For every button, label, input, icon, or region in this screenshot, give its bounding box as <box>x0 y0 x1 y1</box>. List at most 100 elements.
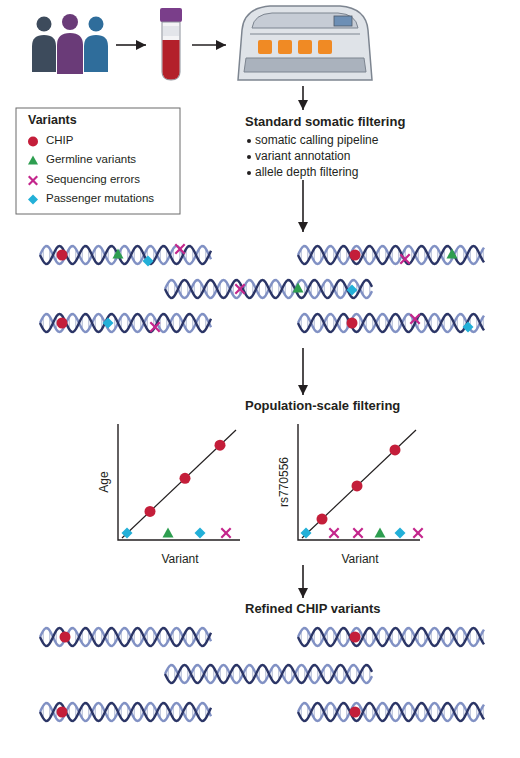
chip-mark <box>215 440 226 451</box>
dna-strand <box>165 280 372 298</box>
error-mark <box>175 244 184 253</box>
error-mark <box>413 528 422 537</box>
error-mark <box>413 528 422 537</box>
sequencer-machine <box>238 6 372 80</box>
dna-strand <box>298 314 484 332</box>
flow-arrow <box>116 44 146 46</box>
flow-arrow <box>302 180 304 232</box>
plot-axes <box>298 424 420 540</box>
chip-mark <box>57 250 68 261</box>
stage-box: Population-scale filtering <box>90 395 450 565</box>
plot-axes <box>118 424 240 540</box>
chip-mark <box>390 444 401 455</box>
chip-mark <box>57 318 68 329</box>
chip-mark <box>145 506 156 517</box>
people-icon <box>32 14 108 74</box>
sequencer-machine <box>278 40 292 54</box>
bullet-dot <box>247 155 251 159</box>
plot-axes <box>118 424 420 540</box>
germline-mark <box>447 249 458 259</box>
dna-strand <box>298 246 484 264</box>
dna-helix <box>298 314 484 332</box>
error-mark <box>410 314 419 323</box>
dna-strand <box>298 703 484 721</box>
error-mark <box>29 176 38 185</box>
passenger-mark <box>395 528 406 539</box>
legend-samples <box>28 137 38 205</box>
variant-mark <box>57 244 474 717</box>
error-mark <box>235 284 244 293</box>
dna-helix <box>165 665 372 683</box>
passenger-mark <box>143 256 154 267</box>
axis-label: Variant <box>161 552 198 566</box>
dna-strand <box>165 280 372 298</box>
blood-tube <box>163 40 180 80</box>
dna-strand <box>40 314 211 332</box>
dna-strand <box>40 628 211 646</box>
chip-mark <box>350 632 361 643</box>
dna-helix <box>40 246 211 264</box>
dna-strand <box>40 246 211 264</box>
stage-heading: Population-scale filtering <box>245 398 400 413</box>
dna-helix <box>40 246 484 721</box>
stage-heading: Refined CHIP variants <box>245 601 381 616</box>
error-mark <box>413 528 422 537</box>
chip-mark <box>350 707 361 718</box>
dna-helix <box>298 246 484 264</box>
people-icon <box>37 17 52 32</box>
dna-strand <box>165 665 372 683</box>
people-icon <box>57 14 83 74</box>
error-mark <box>235 284 244 293</box>
dna-strand <box>40 703 211 721</box>
dna-strand <box>40 314 211 332</box>
error-mark <box>235 284 244 293</box>
blood-tube <box>160 8 182 22</box>
error-mark <box>410 314 419 323</box>
legend-title: Variants <box>28 113 77 127</box>
blood-tube <box>162 22 180 80</box>
dna-helix <box>165 280 372 298</box>
legend-item: Passenger mutations <box>46 192 154 204</box>
legend-item: Germline variants <box>46 153 136 165</box>
legend-box <box>16 108 180 214</box>
germline-mark <box>375 528 386 538</box>
error-mark <box>329 528 338 537</box>
people-icon <box>57 33 83 74</box>
error-mark <box>150 322 159 331</box>
error-mark <box>221 528 230 537</box>
dna-strand <box>165 665 372 683</box>
germline-mark <box>293 283 304 293</box>
people-icon <box>84 17 108 73</box>
dna-helix <box>298 703 484 721</box>
people-icon <box>32 17 56 73</box>
blood-tube <box>163 26 179 36</box>
dna-strand <box>40 628 211 646</box>
chip-mark <box>180 473 191 484</box>
passenger-mark <box>301 528 312 539</box>
error-mark <box>329 528 338 537</box>
step-item: variant annotation <box>255 149 350 163</box>
chip-mark <box>347 318 358 329</box>
dna-strand <box>298 314 484 332</box>
error-mark <box>400 254 409 263</box>
dna-strand <box>40 246 211 264</box>
dna-strand <box>40 703 211 721</box>
germline-mark <box>28 156 38 165</box>
error-mark <box>29 176 38 185</box>
chip-mark <box>352 480 363 491</box>
dna-strand <box>298 628 484 646</box>
flow-arrow <box>192 44 226 46</box>
sequencer-machine <box>244 58 366 72</box>
flow-arrow <box>302 565 304 598</box>
stage-box: Refined CHIP variants <box>238 598 488 753</box>
chip-mark <box>57 707 68 718</box>
error-mark <box>400 254 409 263</box>
step-item: somatic calling pipeline <box>255 133 378 147</box>
passenger-mark <box>103 318 114 329</box>
axis-label: rs770556 <box>277 457 291 507</box>
